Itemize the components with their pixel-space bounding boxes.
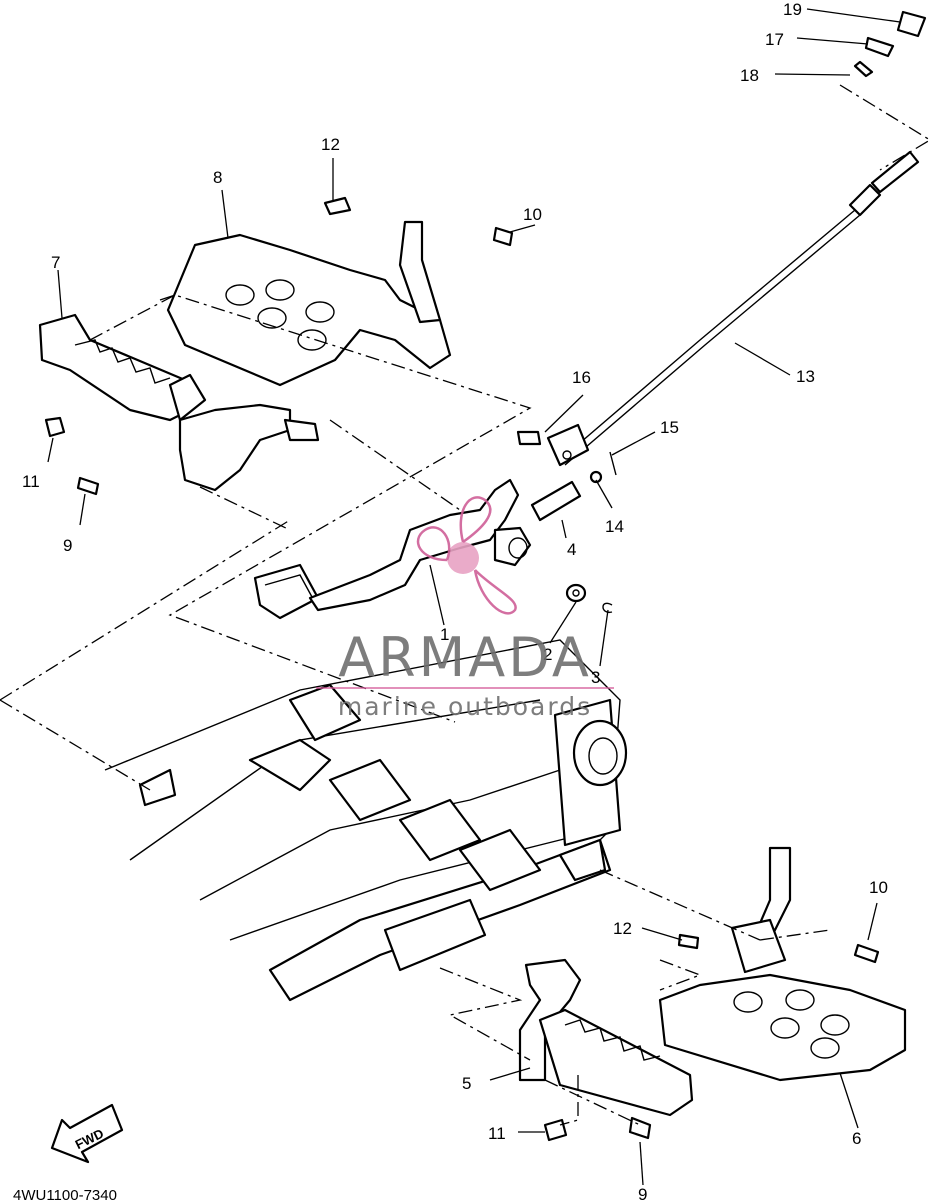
callout-2: 2 [543,645,552,664]
callout-4: 4 [567,540,576,559]
alignment-lines [0,84,932,1126]
frame [104,639,628,1002]
brake-cable [546,150,920,467]
right-footrest [518,846,907,1117]
callout-18: 18 [740,66,759,85]
callout-6: 6 [852,1129,861,1148]
figure-code: 4WU1100-7340 [13,1187,117,1204]
callout-12-left: 12 [321,135,340,154]
fwd-arrow: FWD [50,1103,124,1164]
callout-10-right: 10 [869,878,888,897]
callout-5: 5 [462,1074,471,1093]
callout-13: 13 [796,367,815,386]
callout-9-left: 9 [63,536,72,555]
watermark-tagline: marine outboards [338,692,592,721]
callout-8: 8 [213,168,222,187]
watermark: ARMADA marine outboards [316,496,614,721]
callout-labels: 19 17 18 12 8 10 7 13 16 15 11 14 9 4 1 … [22,0,888,1204]
callout-16: 16 [572,368,591,387]
callout-11-right: 11 [488,1124,506,1143]
callout-12-right: 12 [613,919,632,938]
callout-3: 3 [591,668,600,687]
left-footrest [38,220,452,492]
small-parts [516,10,927,613]
callout-1: 1 [440,625,449,644]
leader-lines [47,8,901,1186]
callout-17: 17 [765,30,784,49]
callout-19: 19 [783,0,802,19]
callout-14: 14 [605,517,624,536]
callout-11-left: 11 [22,472,40,491]
callout-7: 7 [51,253,60,272]
callout-10-left: 10 [523,205,542,224]
callout-15: 15 [660,418,679,437]
brake-pedal [253,478,532,620]
watermark-name: ARMADA [338,626,592,689]
armada-logo [416,496,517,615]
callout-9-right: 9 [638,1185,647,1204]
